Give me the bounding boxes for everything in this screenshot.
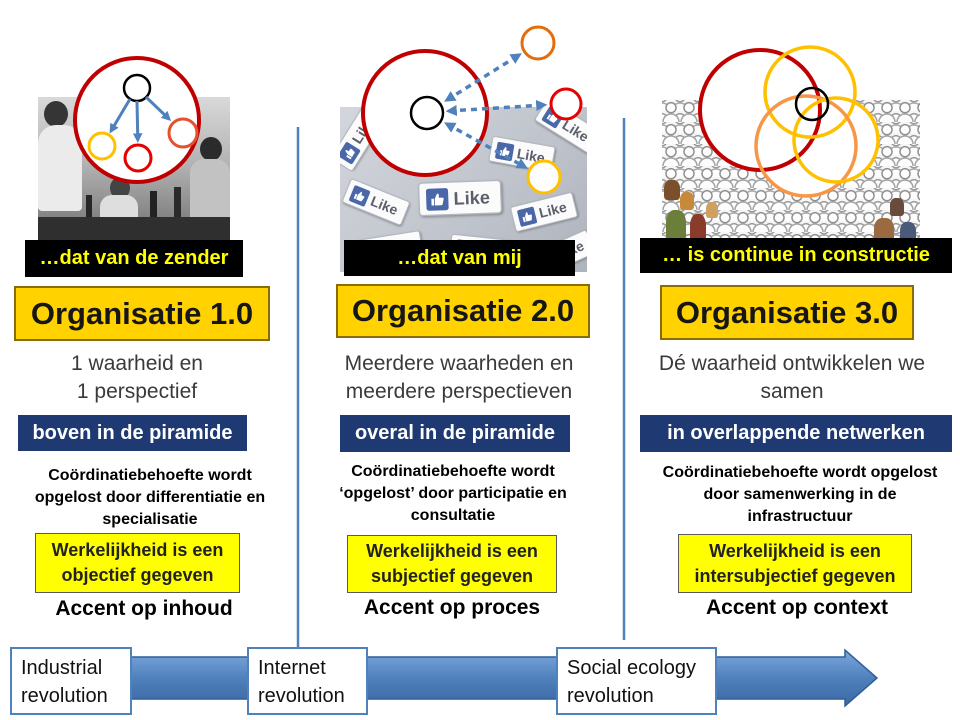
truth-line: Dé waarheid ontwikkelen we [658,352,926,375]
coordination-line: opgelost door differentiatie en [34,489,266,506]
reality-line: Werkelijkheid is een [366,541,538,561]
position-label-3: in overlappende netwerken [640,415,952,452]
photo-microscope [150,191,157,217]
timeline-arrow [21,648,879,708]
coordination-line: Coördinatiebehoefte wordt opgelost [662,464,938,481]
organisation-title-3: Organisatie 3.0 [660,285,914,340]
thumbs-up-icon [348,184,371,207]
photo-person-left-coat [38,125,82,211]
milestone-line: revolution [258,685,345,707]
reality-box-1: Werkelijkheid is een objectief gegeven [35,533,240,593]
peer-node-orange [520,25,556,61]
like-label: Like [453,186,491,209]
timeline-milestone-industrial: Industrial revolution [10,647,132,715]
organisation-title-1: Organisatie 1.0 [14,286,270,341]
like-tile: Like [509,191,579,233]
coordination-text-1: Coördinatiebehoefte wordt opgelost door … [20,465,280,531]
photo-person-left-head [44,101,68,127]
reality-line: objectief gegeven [61,565,214,585]
like-label: Like [368,192,401,219]
reality-line: Werkelijkheid is een [709,540,881,561]
truth-line: meerdere perspectieven [345,380,573,403]
crowd-figure [874,218,894,244]
crowd-figure [664,180,680,200]
truth-line: Meerdere waarheden en [344,352,574,375]
crowd-drawing-photo [662,100,920,245]
timeline-milestone-internet: Internet revolution [247,647,368,715]
factory-lab-photo [38,97,230,245]
truth-line: 1 perspectief [76,380,198,403]
like-tile: Like [341,177,411,227]
coordination-line: Coördinatiebehoefte wordt [48,467,252,484]
thumbs-up-icon [340,141,361,165]
photo-microscope [86,195,92,217]
like-tile: Like [488,135,556,173]
photo-person-right-head [200,137,222,161]
thumbs-up-icon [425,187,449,211]
milestone-line: Industrial [21,657,103,679]
like-tile: Like [340,107,386,173]
truth-line: 1 waarheid en [71,352,203,375]
coordination-line: infrastructuur [747,508,853,525]
truth-statement-1: 1 waarheid en 1 perspectief [27,350,247,406]
milestone-line: Internet [258,657,326,679]
position-label-2: overal in de piramide [340,415,570,452]
milestone-line: revolution [567,685,654,707]
accent-label-3: Accent op context [705,596,889,619]
reality-box-2: Werkelijkheid is een subjectief gegeven [347,535,557,593]
crowd-figure [690,214,706,244]
crowd-figure [890,198,904,216]
reality-line: intersubjectief gegeven [694,565,896,586]
photo-person-right-body [190,159,230,221]
coordination-text-2: Coördinatiebehoefte wordt ‘opgelost’ doo… [323,461,583,527]
tagline-3: … is continue in constructie [640,238,952,273]
truth-statement-3: Dé waarheid ontwikkelen we samen [647,350,937,406]
tagline-1: …dat van de zender [25,240,243,277]
like-label: Like [559,116,587,145]
reality-line: subjectief gegeven [370,566,534,586]
tagline-2: …dat van mij [344,240,575,276]
accent-label-1: Accent op inhoud [55,597,233,620]
crowd-figure [706,202,718,218]
thumbs-up-icon [494,141,515,161]
truth-statement-2: Meerdere waarheden en meerdere perspecti… [329,350,589,406]
coordination-line: specialisatie [102,511,198,528]
accent-label-2: Accent op proces [363,596,541,619]
coordination-line: ‘opgelost’ door participatie en [339,485,567,502]
coordination-line: consultatie [410,507,496,524]
photo-microscope [174,187,181,217]
truth-line: samen [760,380,824,403]
reality-box-3: Werkelijkheid is een intersubjectief geg… [678,534,912,593]
position-label-1: boven in de piramide [18,415,247,451]
coordination-line: Coördinatiebehoefte wordt [351,463,555,480]
milestone-line: revolution [21,685,108,707]
crowd-figure [680,192,694,210]
thumbs-up-icon [516,205,538,227]
coordination-line: door samenwerking in de [703,486,897,503]
milestone-line: Social ecology [567,657,696,679]
coordination-text-3: Coördinatiebehoefte wordt opgelost door … [652,462,948,528]
like-label: Like [348,114,377,147]
timeline-milestone-social-ecology: Social ecology revolution [556,647,717,715]
like-label: Like [515,145,547,166]
like-tile-featured: Like [417,179,503,217]
reality-line: Werkelijkheid is een [51,540,224,560]
organisation-title-2: Organisatie 2.0 [336,284,590,338]
like-label: Like [537,198,569,221]
crowd-figure [666,210,686,242]
dialogue-arrow [444,53,522,102]
